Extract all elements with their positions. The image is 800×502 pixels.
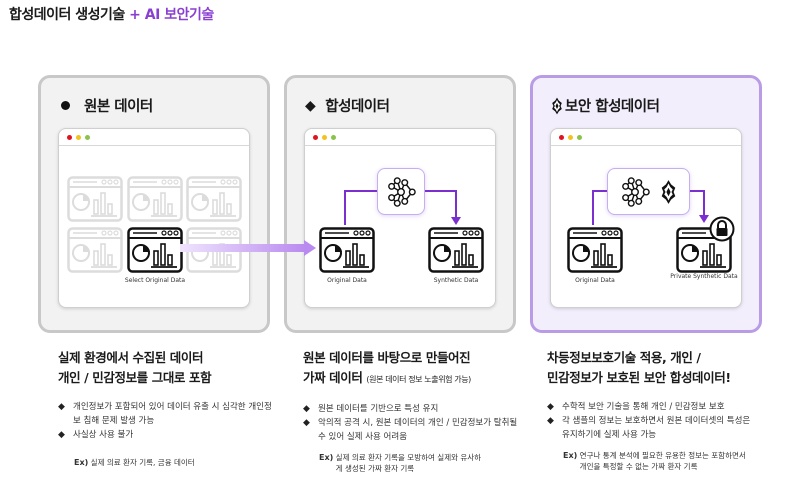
- bullet-item: 사실상 사용 불가: [58, 428, 278, 442]
- bullet-list: 개인정보가 포함되어 있어 데이터 유출 시 심각한 개인정보 침해 문제 발생…: [58, 400, 278, 442]
- title-accent: + AI 보안기술: [129, 7, 214, 23]
- bullet-item: 악의적 공격 시, 원본 데이터의 개인 / 민감정보가 탈취될 수 있어 실제…: [303, 416, 518, 444]
- window-titlebar: [305, 129, 495, 146]
- heading-line: 차등정보보호기술 적용, 개인 /: [547, 350, 701, 365]
- security-shield-icon: [660, 178, 677, 206]
- panel-header: ◆ 합성데이터: [305, 95, 390, 116]
- heading-line: 개인 / 민감정보를 그대로 포함: [58, 370, 212, 385]
- example-text: 실제 의료 환자 기록, 금융 데이터: [90, 458, 195, 467]
- description-secure: 차등정보보호기술 적용, 개인 / 민감정보가 보호된 보안 합성데이터! 수학적…: [547, 348, 782, 472]
- caption-synthetic: Synthetic Data: [433, 277, 479, 284]
- example: Ex) 연구나 통계 분석에 필요한 유용한 정보는 포함하면서 개인을 특정할…: [547, 450, 747, 472]
- neural-network-icon: [386, 177, 416, 207]
- heading-line: 실제 환경에서 수집된 데이터: [58, 350, 204, 365]
- dashboard-icon-synthetic: [428, 227, 484, 273]
- heading-line: 원본 데이터를 바탕으로 만들어진: [303, 350, 471, 365]
- bullet-circle-icon: [61, 101, 70, 110]
- flow-arrows: [592, 190, 709, 225]
- example-text: 실제 의료 환자 기록을 모방하여 실제와 유사하게 생성된 가짜 환자 기록: [335, 453, 482, 473]
- title-main: 합성데이터 생성기술: [9, 7, 125, 23]
- dashboard-icon-selected: [127, 227, 183, 273]
- example-label: Ex): [74, 458, 89, 467]
- dashboard-icon-faded: [67, 227, 123, 273]
- bullet-item: 원본 데이터를 기반으로 특성 유지: [303, 402, 518, 416]
- neural-network-icon: [620, 177, 650, 207]
- heading-line: 가짜 데이터: [303, 370, 363, 385]
- caption-original: Original Data: [575, 277, 615, 284]
- browser-window: Select Original Data: [58, 128, 250, 308]
- caption-original: Original Data: [327, 277, 367, 284]
- example-label: Ex): [563, 451, 578, 460]
- window-titlebar: [551, 129, 741, 146]
- dashboard-icon-original: [567, 227, 623, 273]
- dashboard-icon-faded: [67, 176, 123, 222]
- diamond-icon: ◆: [305, 97, 316, 114]
- panel-synthetic-data: ◆ 합성데이터 Original Data Synthetic Data: [284, 75, 516, 333]
- ai-model-box: [377, 168, 425, 215]
- bullet-list: 수학적 보안 기술을 통해 개인 / 민감정보 보호 각 샘플의 정보는 보호하…: [547, 400, 752, 442]
- browser-window: Original Data Synthetic Data: [304, 128, 496, 308]
- flow-arrows: [344, 190, 461, 225]
- select-arrow: [180, 240, 316, 256]
- heading-note: (원본 데이터 정보 노출위험 가능): [366, 375, 471, 384]
- browser-window: Original Data Private Synthetic Data: [550, 128, 742, 308]
- panel-header: 원본 데이터: [59, 95, 153, 116]
- example: Ex) 실제 의료 환자 기록을 모방하여 실제와 유사하게 생성된 가짜 환자…: [303, 452, 483, 474]
- ai-model-box: [607, 168, 690, 215]
- panel-header: 보안 합성데이터: [551, 95, 660, 116]
- panel-original-data: 원본 데이터 Select Original Data: [38, 75, 270, 333]
- dashboard-icon-faded: [186, 176, 242, 222]
- bullet-list: 원본 데이터를 기반으로 특성 유지 악의적 공격 시, 원본 데이터의 개인 …: [303, 402, 518, 444]
- caption-private: Private Synthetic Data: [670, 273, 738, 280]
- dashboard-icon-original: [319, 227, 375, 273]
- dashboard-icon-faded: [127, 176, 183, 222]
- bullet-item: 각 샘플의 정보는 보호하면서 원본 데이터셋의 특성은 유지하기에 실제 사용…: [547, 414, 752, 442]
- panel-title: 원본 데이터: [84, 99, 153, 115]
- heading-line: 민감정보가 보호된 보안 합성데이터!: [547, 370, 731, 385]
- panel-title: 보안 합성데이터: [565, 99, 660, 115]
- example-text: 연구나 통계 분석에 필요한 유용한 정보는 포함하면서 개인을 특정할 수 없…: [579, 451, 746, 471]
- page-title: 합성데이터 생성기술 + AI 보안기술: [9, 4, 214, 24]
- window-titlebar: [59, 129, 249, 146]
- example: Ex) 실제 의료 환자 기록, 금융 데이터: [58, 457, 278, 468]
- example-label: Ex): [319, 453, 334, 462]
- panel-title: 합성데이터: [325, 99, 390, 115]
- bullet-item: 개인정보가 포함되어 있어 데이터 유출 시 심각한 개인정보 침해 문제 발생…: [58, 400, 278, 428]
- security-shield-icon: [551, 97, 563, 115]
- caption: Select Original Data: [124, 277, 186, 284]
- description-heading: 차등정보보호기술 적용, 개인 / 민감정보가 보호된 보안 합성데이터!: [547, 348, 782, 388]
- bullet-item: 수학적 보안 기술을 통해 개인 / 민감정보 보호: [547, 400, 752, 414]
- panel-secure-synthetic-data: 보안 합성데이터 Original Data Private Synthetic…: [530, 75, 762, 333]
- lock-icon: [709, 216, 735, 242]
